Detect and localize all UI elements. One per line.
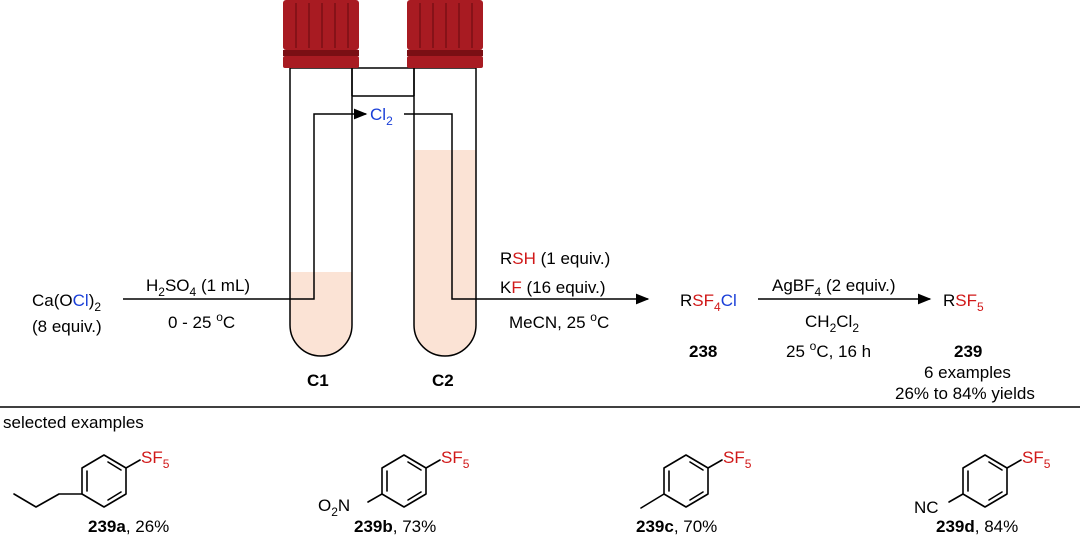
label-239d: 239d, 84%: [936, 517, 1018, 536]
step2-reagent-1: RSH (1 equiv.): [500, 249, 610, 268]
structure-239c: SF5: [640, 448, 752, 509]
step2-condition: MeCN, 25 oC: [509, 310, 609, 332]
product-label: 239: [954, 342, 982, 361]
selected-heading: selected examples: [3, 413, 144, 432]
start-formula: Ca(OCl)2: [32, 291, 101, 314]
step1-reagent: H2SO4 (1 mL): [146, 276, 250, 299]
product-formula: RSF5: [943, 291, 984, 314]
product-yields: 26% to 84% yields: [895, 384, 1035, 403]
svg-text:SF5: SF5: [141, 448, 170, 471]
cap-c2: [407, 0, 483, 68]
svg-text:SF5: SF5: [1022, 448, 1051, 471]
tube-label-c1: C1: [307, 371, 329, 390]
structure-239a: SF5: [13, 448, 170, 508]
tube-c1-liquid: [290, 272, 352, 356]
intermediate-label: 238: [689, 342, 717, 361]
line-cl2-to-c2: [404, 113, 650, 305]
step3-condition: 25 oC, 16 h: [786, 339, 871, 361]
tube-c2-liquid: [414, 150, 476, 356]
step3-reagent: AgBF4 (2 equiv.): [772, 276, 896, 299]
svg-text:SF5: SF5: [441, 448, 470, 471]
start-equiv: (8 equiv.): [32, 317, 102, 336]
product-examples: 6 examples: [924, 363, 1011, 382]
tube-c2: [413, 68, 477, 357]
structure-239b: SF5 O2N: [318, 448, 470, 519]
cap-c1: [283, 0, 359, 68]
tube-c1: [289, 68, 353, 357]
arrow-step1-to-c1: [123, 108, 368, 300]
step2-reagent-2: KF (16 equiv.): [500, 278, 606, 297]
svg-text:O2N: O2N: [318, 496, 350, 519]
label-239a: 239a, 26%: [88, 517, 169, 536]
intermediate-formula: RSF4Cl: [680, 291, 737, 314]
label-239c: 239c, 70%: [636, 517, 717, 536]
svg-text:NC: NC: [914, 498, 939, 517]
tube-label-c2: C2: [432, 371, 454, 390]
step1-condition: 0 - 25 oC: [168, 310, 235, 332]
step3-solvent: CH2Cl2: [805, 312, 859, 335]
svg-text:SF5: SF5: [723, 448, 752, 471]
gas-cl2: Cl2: [370, 105, 393, 128]
structure-239d: SF5 NC: [914, 448, 1051, 517]
tube-bridge: [351, 67, 415, 97]
label-239b: 239b, 73%: [354, 517, 436, 536]
